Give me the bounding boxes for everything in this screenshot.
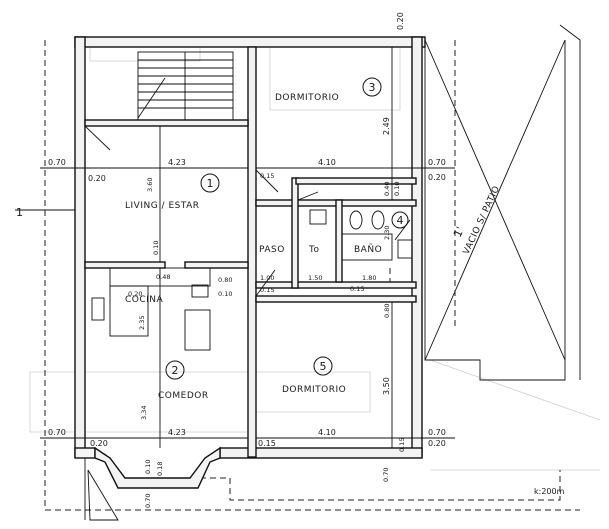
dim-label: 0.70	[144, 494, 152, 508]
dimension-labels: 0.70 0.20 4.23 4.10 0.70 0.20 0.20 2.49 …	[48, 12, 446, 508]
room-4-marker	[391, 211, 409, 229]
door-swings	[84, 125, 411, 297]
dim-label: 3.50	[382, 377, 391, 395]
background-ghost-lines	[29, 39, 601, 471]
dim-label: 2.49	[382, 117, 391, 135]
dim-label: 0.10	[144, 460, 152, 474]
dim-label: 0.20	[428, 439, 446, 448]
dim-label: 0.80	[218, 276, 232, 284]
dim-label: 0.70	[428, 428, 446, 437]
room-5-number: 5	[320, 360, 327, 373]
dim-label: 0.70	[428, 158, 446, 167]
section-mark-label: 1	[16, 206, 23, 219]
room-5-marker	[313, 356, 333, 376]
dim-label: 0.20	[428, 173, 446, 182]
room-3-number: 3	[369, 81, 376, 94]
dim-label: 0.10	[152, 241, 160, 255]
room-number-vacio: 1'	[451, 225, 467, 240]
room-3-marker	[362, 77, 382, 97]
dim-label: 4.23	[168, 428, 186, 437]
dim-label: 0.20	[88, 174, 106, 183]
dim-label: 4.23	[168, 158, 186, 167]
dim-label: 0.15	[258, 439, 276, 448]
dim-label: 1.00	[260, 274, 274, 282]
dim-label: 0.18	[156, 462, 164, 476]
dim-label: 2.35	[138, 316, 146, 330]
dim-label: 0.15	[398, 438, 406, 452]
scale-note: k:200m	[534, 487, 565, 496]
dim-label: 0.10	[393, 182, 401, 196]
room-label-toilet: To	[308, 245, 319, 255]
dim-label: 0.70	[48, 428, 66, 437]
room-1-marker	[200, 173, 220, 193]
dim-label: 3.60	[146, 178, 154, 192]
dim-label: 1.50	[308, 274, 322, 282]
dim-label: 0.15	[350, 285, 364, 293]
room-label-comedor: COMEDOR	[158, 391, 209, 401]
dim-label: 0.15	[260, 286, 274, 294]
dimension-lines	[15, 47, 455, 448]
dim-label: 0.70	[382, 468, 390, 482]
dim-label: 4.10	[318, 158, 336, 167]
dim-label: 0.10	[218, 290, 232, 298]
dim-label: 1.80	[362, 274, 376, 282]
room-label-vacio: VACIO S/ PATIO	[462, 184, 503, 256]
room-label-cocina: COCINA	[125, 295, 164, 305]
room-label-dormitorio-3: DORMITORIO	[275, 93, 339, 103]
room-4-number: 4	[397, 214, 404, 227]
dim-label: 0.15	[260, 172, 274, 180]
room-number-markers: 3 1 2 5 4	[165, 77, 409, 380]
room-labels: DORMITORIO LIVING / ESTAR COCINA COMEDOR…	[16, 93, 502, 401]
dim-label: 3.34	[140, 406, 148, 420]
dim-label: 0.20	[396, 12, 405, 30]
exterior-walls	[74, 36, 426, 521]
room-label-bano: BAÑO	[354, 244, 382, 255]
room-1-number: 1	[207, 177, 214, 190]
interior-walls	[84, 46, 417, 458]
room-2-marker	[165, 360, 185, 380]
room-2-number: 2	[172, 364, 179, 377]
kitchen-fixtures	[91, 267, 211, 351]
room-label-paso: PASO	[259, 245, 285, 255]
dim-label: 2.30	[383, 226, 391, 240]
room-label-living: LIVING / ESTAR	[125, 201, 200, 211]
dim-label: 0.20	[128, 290, 142, 298]
dim-label: 0.40	[383, 182, 391, 196]
bathroom-fixtures	[309, 209, 413, 261]
staircase	[137, 51, 234, 121]
room-label-dormitorio-5: DORMITORIO	[282, 385, 346, 395]
dim-label: 0.48	[156, 273, 170, 281]
dim-label: 0.80	[383, 304, 391, 318]
dim-label: 0.20	[90, 439, 108, 448]
dim-label: 4.10	[318, 428, 336, 437]
vacio-patio	[424, 24, 581, 381]
dim-label: 0.70	[48, 158, 66, 167]
